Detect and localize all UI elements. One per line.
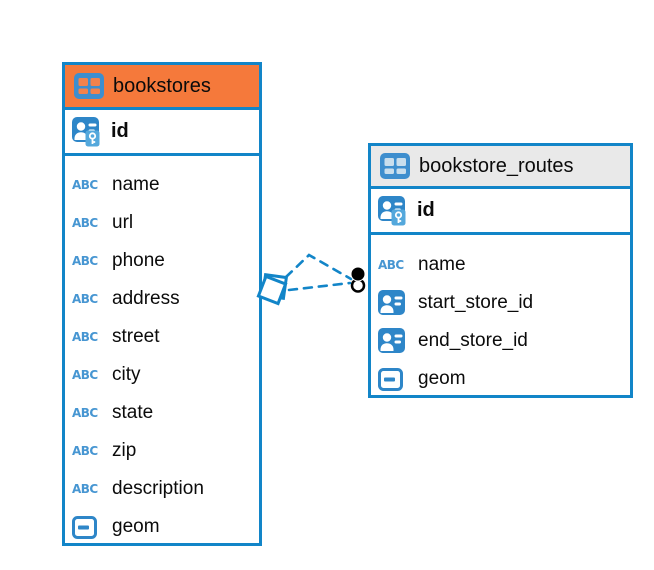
table-name: bookstores	[113, 74, 211, 97]
relationship-endpoint-dot-front[interactable]	[350, 266, 366, 282]
pk-column-name: id	[417, 199, 435, 221]
relationship-link-2[interactable]	[287, 281, 352, 292]
column-row-phone[interactable]: ABC phone	[72, 242, 252, 280]
table-bookstore-routes-header[interactable]: bookstore_routes	[371, 146, 630, 189]
column-name: description	[112, 478, 204, 499]
column-name: geom	[418, 368, 466, 389]
column-row-street[interactable]: ABC street	[72, 318, 252, 356]
reference-id-icon	[378, 328, 408, 354]
reference-id-icon	[378, 290, 408, 316]
column-row-city[interactable]: ABC city	[72, 356, 252, 394]
text-type-icon: ABC	[72, 443, 98, 459]
column-row-name[interactable]: ABC name	[378, 246, 623, 284]
relationship-source-diamond-front[interactable]	[256, 274, 288, 306]
column-name: address	[112, 288, 180, 309]
column-row-url[interactable]: ABC url	[72, 204, 252, 242]
table-icon	[74, 73, 104, 99]
text-type-icon: ABC	[378, 257, 404, 273]
text-type-icon: ABC	[72, 253, 98, 269]
relationship-source-diamond-back[interactable]	[260, 272, 289, 301]
column-row-start-store-id[interactable]: start_store_id	[378, 284, 623, 322]
column-row-description[interactable]: ABC description	[72, 470, 252, 508]
text-type-icon: ABC	[72, 329, 98, 345]
table-icon	[380, 153, 410, 179]
primary-key-icon	[378, 195, 408, 226]
column-name: url	[112, 212, 134, 233]
column-name: start_store_id	[418, 292, 534, 313]
table-bookstores-header[interactable]: bookstores	[65, 65, 259, 110]
table-name: bookstore_routes	[419, 154, 574, 177]
primary-key-icon	[72, 116, 102, 147]
column-row-zip[interactable]: ABC zip	[72, 432, 252, 470]
table-bookstore-routes[interactable]: bookstore_routes id ABC	[368, 143, 633, 398]
text-type-icon: ABC	[72, 367, 98, 383]
column-name: state	[112, 402, 154, 423]
column-row-name[interactable]: ABC name	[72, 166, 252, 204]
column-row-geom[interactable]: geom	[72, 508, 252, 546]
relationship-endpoint-dot-back[interactable]	[350, 278, 366, 293]
column-name: phone	[112, 250, 165, 271]
text-type-icon: ABC	[72, 291, 98, 307]
column-name: name	[418, 254, 466, 275]
column-name: end_store_id	[418, 330, 528, 351]
column-name: street	[112, 326, 160, 347]
geometry-type-icon	[378, 367, 408, 391]
table-bookstores[interactable]: bookstores id ABC	[62, 62, 262, 546]
pk-row-routes-id[interactable]: id	[371, 189, 630, 235]
relationship-link-1[interactable]	[284, 253, 353, 281]
column-row-end-store-id[interactable]: end_store_id	[378, 322, 623, 360]
column-row-state[interactable]: ABC state	[72, 394, 252, 432]
text-type-icon: ABC	[72, 177, 98, 193]
text-type-icon: ABC	[72, 481, 98, 497]
column-row-geom[interactable]: geom	[378, 360, 623, 398]
column-list: ABC name ABC url ABC phone ABC address A…	[65, 156, 259, 546]
column-row-address[interactable]: ABC address	[72, 280, 252, 318]
pk-column-name: id	[111, 120, 129, 142]
column-name: name	[112, 174, 160, 195]
geometry-type-icon	[72, 515, 102, 539]
column-list: ABC name start_store_id	[371, 235, 630, 398]
text-type-icon: ABC	[72, 405, 98, 421]
column-name: zip	[112, 440, 137, 461]
pk-row-bookstores-id[interactable]: id	[65, 110, 259, 156]
column-name: city	[112, 364, 141, 385]
text-type-icon: ABC	[72, 215, 98, 231]
column-name: geom	[112, 516, 160, 537]
